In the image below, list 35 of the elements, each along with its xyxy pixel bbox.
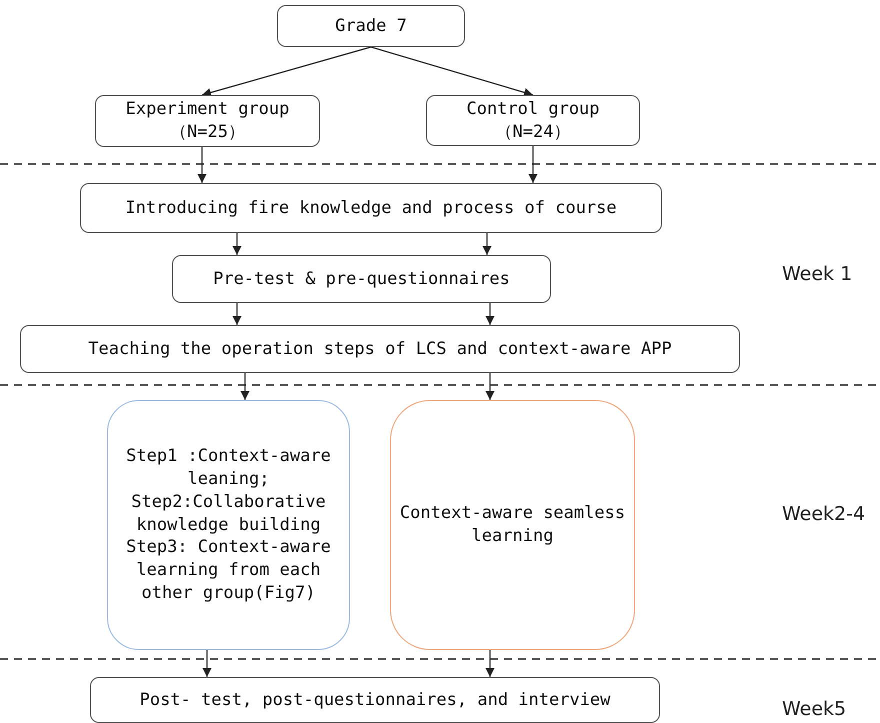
box-text: Control group （N=24） (465, 98, 601, 144)
box-text: Context-aware seamless learning (398, 502, 626, 548)
week-label: Week5 (782, 698, 846, 720)
box-text: Step2:Collaborative knowledge building (130, 490, 327, 536)
box-text: Step3: Context-aware learning from each other group(Fig7) (125, 536, 332, 606)
arrow (202, 46, 372, 97)
arrow (370, 46, 534, 97)
arrow (486, 303, 494, 325)
process-box (80, 183, 662, 233)
activity-box (390, 400, 635, 650)
arrow (482, 233, 492, 255)
arrow (202, 650, 212, 677)
box-text: Introducing fire knowledge and process of course (125, 196, 617, 220)
process-box (172, 255, 551, 303)
process-box (95, 95, 320, 147)
arrow (486, 650, 494, 677)
process-box (20, 325, 740, 373)
process-box (90, 677, 660, 723)
week-label: Week 1 (782, 263, 852, 285)
week-label: Week2-4 (782, 503, 866, 525)
arrow (486, 373, 494, 400)
arrow (240, 373, 250, 400)
box-text: Step1 :Context-aware leaning; (125, 444, 332, 491)
box-text: Teaching the operation steps of LCS and context-aware APP (88, 338, 672, 360)
box-text: Grade 7 (335, 14, 407, 38)
arrow (232, 303, 242, 325)
arrow (232, 233, 242, 255)
arrow (528, 146, 538, 183)
process-box (426, 95, 640, 146)
box-text: Experiment group （N=25） (124, 98, 290, 144)
activity-box (107, 400, 350, 650)
box-text: Pre-test & pre-questionnaires (213, 268, 510, 290)
arrow (198, 147, 206, 183)
process-box (277, 5, 465, 47)
box-text: Post- test, post-questionnaires, and interview (140, 688, 610, 712)
